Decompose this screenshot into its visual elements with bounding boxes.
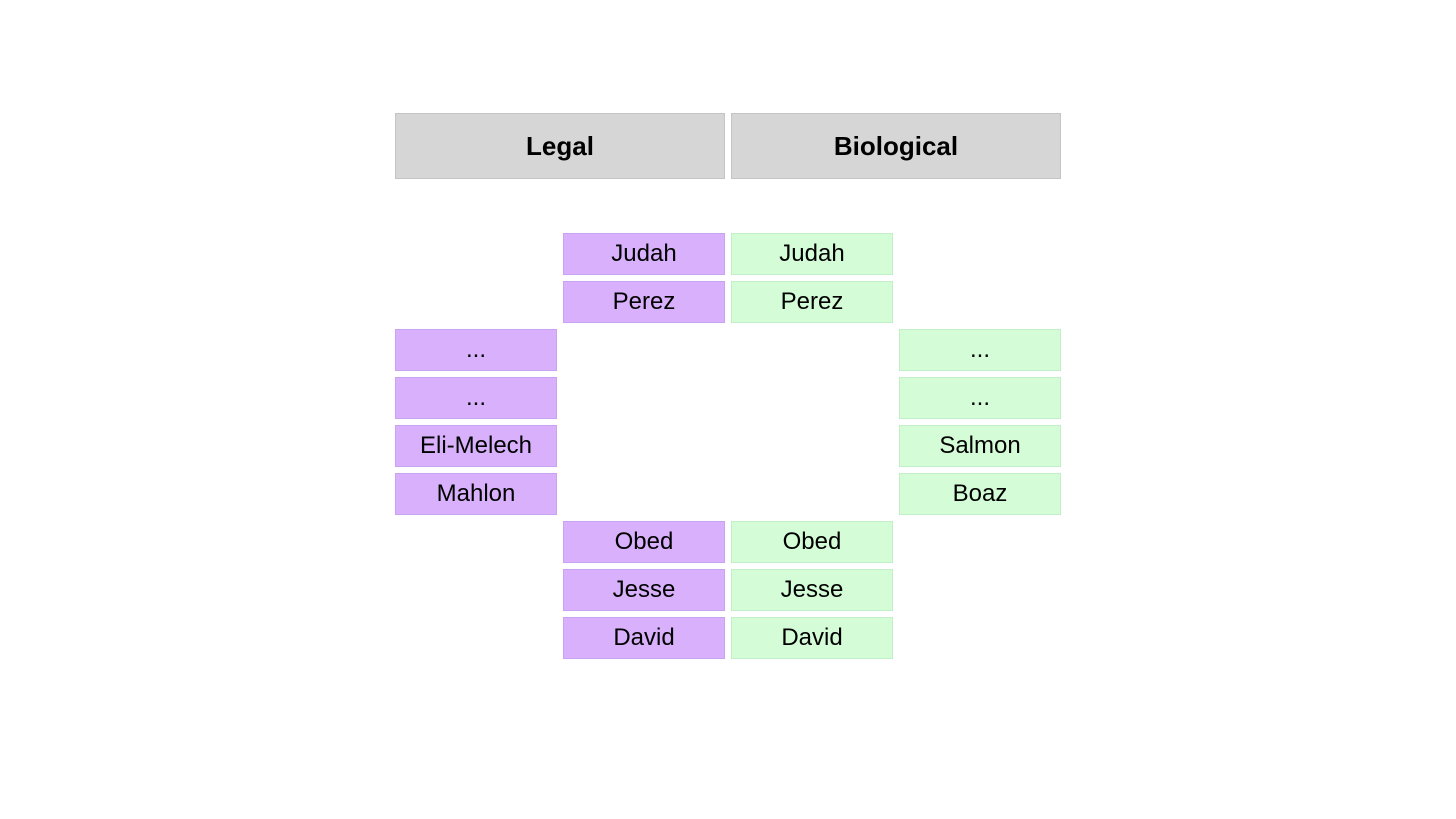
biological-node-david: David: [731, 617, 893, 659]
biological-node-salmon: Salmon: [899, 425, 1061, 467]
legal-node-ellipsis-1: ...: [395, 329, 557, 371]
biological-node-jesse: Jesse: [731, 569, 893, 611]
legal-node-mahlon: Mahlon: [395, 473, 557, 515]
legal-node-eli-melech: Eli-Melech: [395, 425, 557, 467]
legal-node-judah: Judah: [563, 233, 725, 275]
legal-node-perez: Perez: [563, 281, 725, 323]
biological-node-obed: Obed: [731, 521, 893, 563]
header-legal: Legal: [395, 113, 725, 179]
biological-node-ellipsis-2: ...: [899, 377, 1061, 419]
biological-node-boaz: Boaz: [899, 473, 1061, 515]
header-biological: Biological: [731, 113, 1061, 179]
legal-node-david: David: [563, 617, 725, 659]
biological-node-judah: Judah: [731, 233, 893, 275]
biological-node-ellipsis-1: ...: [899, 329, 1061, 371]
biological-node-perez: Perez: [731, 281, 893, 323]
legal-node-jesse: Jesse: [563, 569, 725, 611]
legal-node-obed: Obed: [563, 521, 725, 563]
legal-node-ellipsis-2: ...: [395, 377, 557, 419]
